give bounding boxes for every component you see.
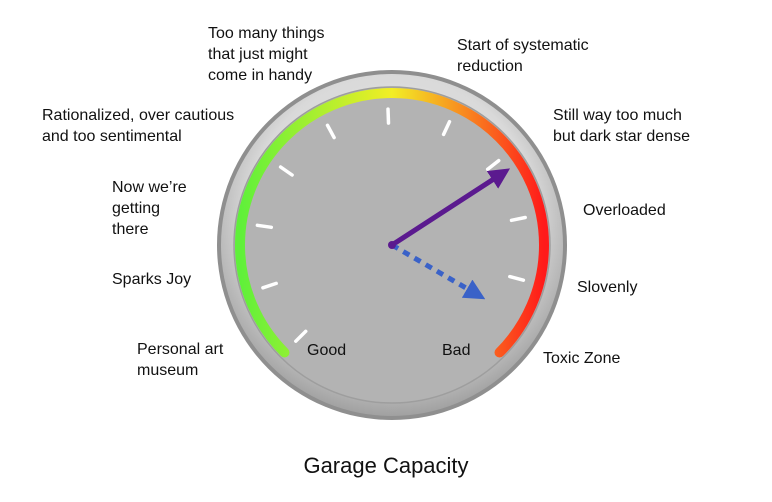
gauge-tick [261,281,278,290]
gauge-tick [441,119,452,137]
label-systematic-reduction: Start of systematic reduction [457,37,589,75]
label-personal-art-museum: Personal art museum [137,341,224,379]
blue-dotted-needle [390,242,486,300]
label-toxic-zone: Toxic Zone [543,350,621,367]
gauge-tick [508,274,526,282]
purple-needle [390,168,511,248]
label-overloaded: Overloaded [583,202,666,219]
label-rationalized: Rationalized, over cautious and too sent… [42,107,235,145]
label-now-getting-there: Now we’re getting there [112,179,187,238]
gauge-tick [386,107,391,125]
needle-hub [388,241,396,249]
gauge-tick [485,158,501,172]
gauge-tick [255,223,274,230]
gauge-color-arc [235,88,549,358]
gauge-title: Garage Capacity [303,453,469,478]
face-label-good: Good [307,342,347,359]
face-label-bad: Bad [442,342,471,359]
gauge-tick [294,329,308,343]
label-sparks-joy: Sparks Joy [112,271,192,288]
gauge-tick [325,123,336,140]
gauge-tick [509,215,527,223]
label-too-many-things: Too many things that just might come in … [208,25,325,84]
label-slovenly: Slovenly [577,279,638,296]
gauge-tick [278,165,294,177]
label-dark-star-dense: Still way too much but dark star dense [553,107,690,145]
gauge-ticks [255,107,527,343]
